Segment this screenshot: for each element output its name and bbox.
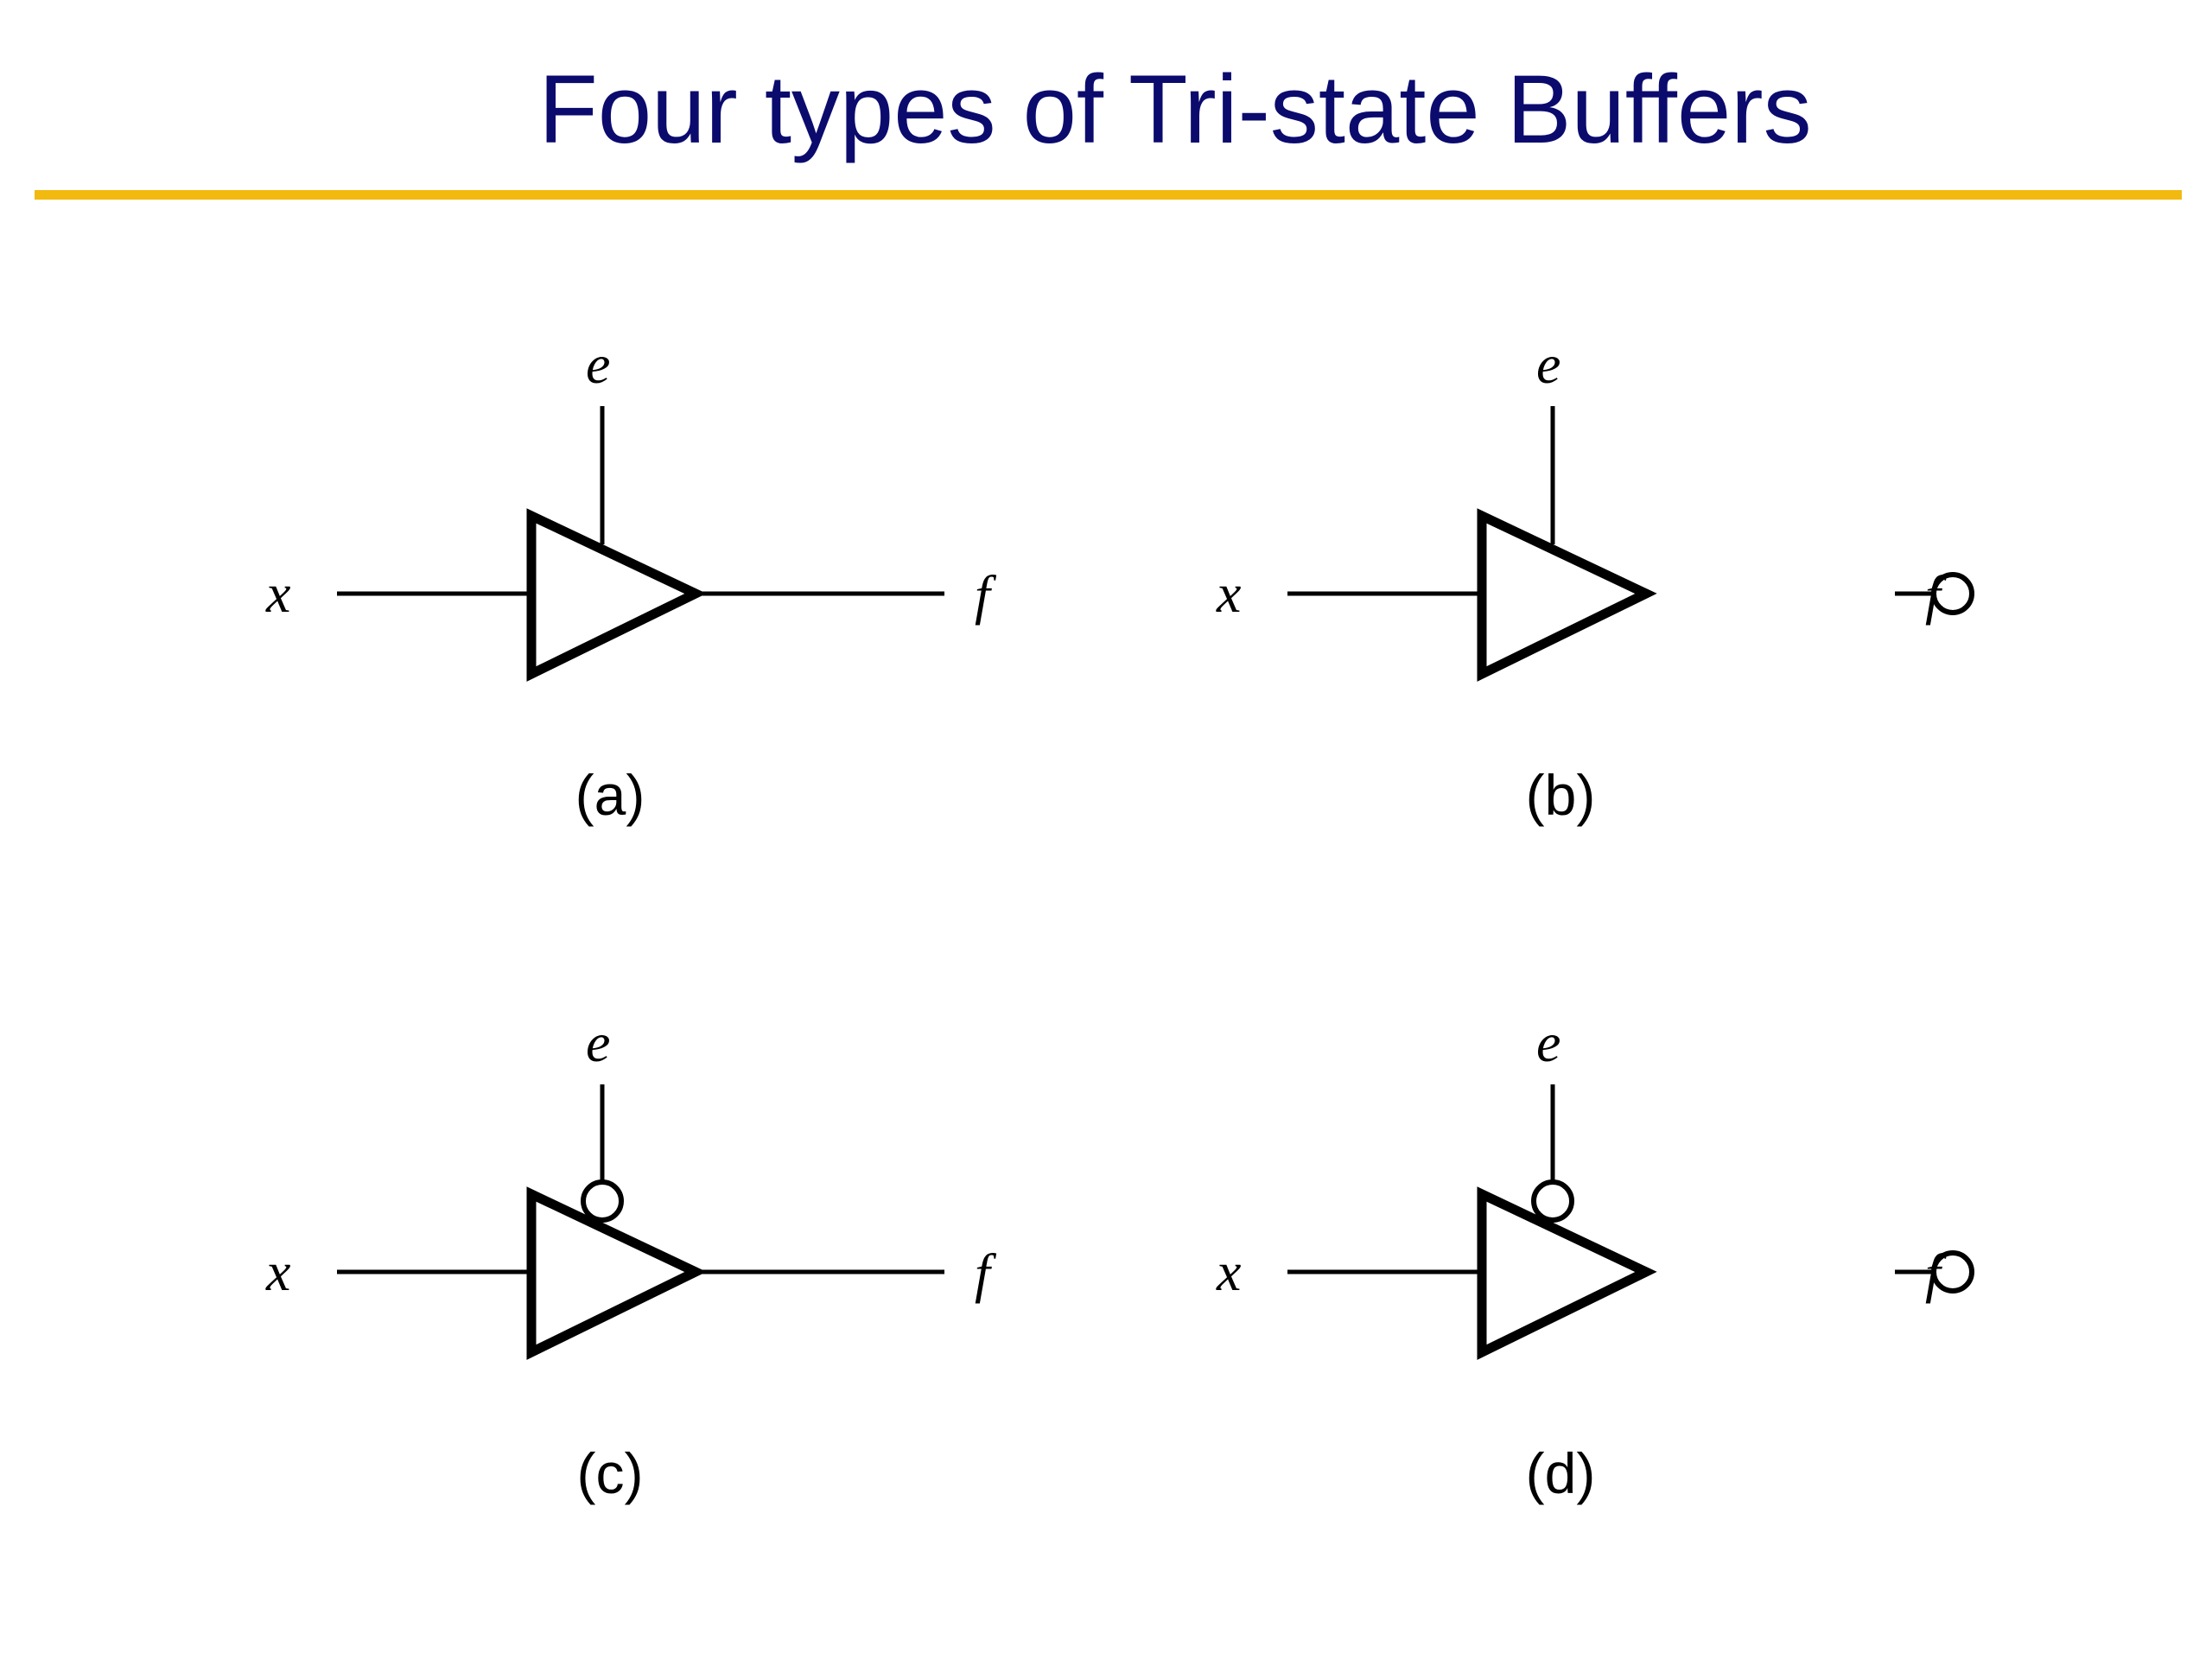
enable-label: e [586, 1012, 610, 1073]
tri-state-buffer-a: x e f (a) [265, 334, 997, 827]
enable-inversion-bubble [1531, 1179, 1574, 1223]
input-label: x [265, 1241, 290, 1302]
title-divider [35, 190, 2182, 200]
input-label: x [1216, 1241, 1241, 1302]
gates-layer: xef(a)xef(b)xef(c)xef(d) [265, 334, 1974, 1505]
input-label: x [265, 563, 290, 624]
figure-caption: (a) [575, 763, 645, 827]
tri-state-buffer-b: xef(b) [1216, 334, 1974, 827]
enable-label: e [1536, 1012, 1560, 1073]
buffer-triangle [1477, 1186, 1657, 1360]
enable-inversion-bubble [581, 1179, 624, 1223]
figure-caption: (c) [577, 1441, 644, 1505]
output-inversion-bubble [1931, 1250, 1974, 1294]
tri-state-buffer-d: xef(d) [1216, 1012, 1974, 1505]
buffer-triangle [526, 508, 707, 682]
tri-state-buffer-c: x e f (c) [265, 1012, 997, 1505]
output-label: f [975, 1243, 997, 1304]
figure-caption: (d) [1526, 1441, 1596, 1505]
buffer-triangle [526, 1186, 707, 1360]
buffer-triangle [1477, 508, 1657, 682]
enable-label: e [1536, 334, 1560, 395]
input-label: x [1216, 563, 1241, 624]
output-label: f [975, 564, 997, 626]
slide-title: Four types of Tri-state Buffers [538, 55, 1812, 163]
figure-caption: (b) [1526, 763, 1596, 827]
enable-label: e [586, 334, 610, 395]
output-inversion-bubble [1931, 572, 1974, 615]
